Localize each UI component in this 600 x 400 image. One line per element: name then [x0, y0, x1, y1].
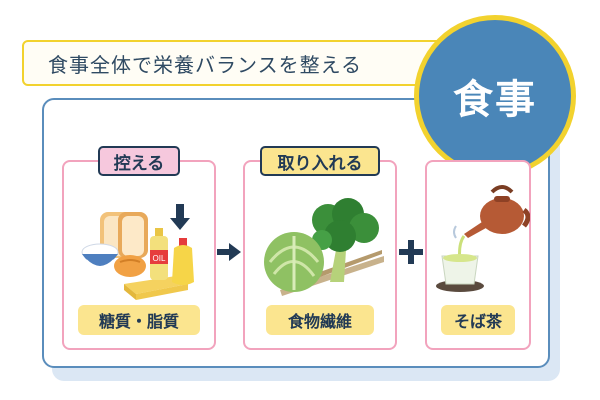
headline-box: 食事全体で栄養バランスを整える: [22, 40, 450, 86]
label-dietary-fiber-text: 食物繊維: [287, 312, 352, 331]
tag-take-in-text: 取り入れる: [277, 153, 363, 174]
meal-badge: 食事: [414, 15, 576, 177]
arrow-down-icon: [170, 204, 190, 230]
label-carbs-fats-text: 糖質・脂質: [98, 312, 179, 331]
tag-reduce-text: 控える: [113, 153, 165, 174]
plus-icon: [399, 240, 423, 264]
mayonnaise-icon: [172, 238, 194, 285]
label-buckwheat-tea-text: そば茶: [453, 312, 502, 331]
meal-badge-text: 食事: [453, 77, 537, 123]
oil-bottle-text: OIL: [153, 254, 166, 263]
bread-roll-icon: [114, 255, 146, 277]
cabbage-icon: [264, 232, 324, 292]
carb-fat-foods-illustration: OIL: [81, 204, 194, 300]
arrow-right-icon: [217, 243, 241, 261]
buckwheat-tea-illustration: [436, 185, 530, 292]
teacup-icon: [436, 254, 484, 292]
tag-take-in: 取り入れる: [260, 146, 380, 176]
label-carbs-fats: 糖質・脂質: [78, 305, 200, 335]
oil-bottle-icon: OIL: [150, 228, 168, 280]
teapot-icon: [464, 185, 530, 238]
label-buckwheat-tea: そば茶: [441, 305, 515, 335]
rice-bowl-icon: [81, 243, 119, 268]
broccoli-icon: [312, 198, 379, 282]
headline-text: 食事全体で栄養バランスを整える: [48, 52, 362, 77]
butter-icon: [124, 276, 188, 300]
tag-reduce: 控える: [98, 146, 180, 176]
steam-icon: [453, 225, 457, 239]
label-dietary-fiber: 食物繊維: [266, 305, 374, 335]
fiber-vegetables-illustration: [264, 198, 384, 296]
